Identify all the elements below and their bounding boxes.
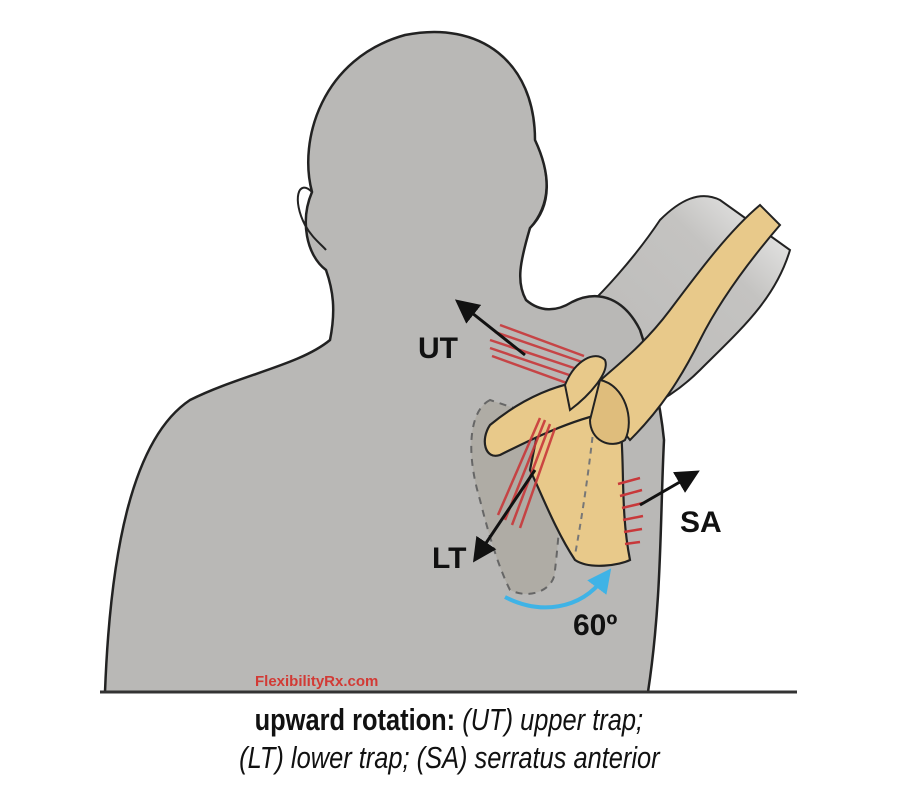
label-sa: SA [680, 506, 722, 539]
rotation-arrow [504, 568, 612, 610]
ut-arrow [454, 299, 526, 357]
label-angle: 60º [573, 609, 617, 642]
upper-trap-muscle [489, 323, 585, 388]
caption-line1-italic: (UT) upper trap; [462, 702, 644, 737]
label-lt: LT [432, 542, 466, 575]
humeral-head [588, 378, 630, 445]
serratus-anterior-muscle [617, 476, 644, 546]
caption-bold: upward rotation: [254, 702, 456, 737]
ear-right [529, 139, 548, 229]
lt-arrow [472, 469, 537, 563]
humerus-bone [588, 203, 782, 442]
label-ut: UT [418, 332, 458, 365]
sa-arrow [639, 470, 700, 507]
caption-line-2: (LT) lower trap; (SA) serratus anterior [0, 740, 898, 776]
caption-line2-italic: (LT) lower trap; (SA) serratus anterior [238, 740, 660, 775]
coracoid [563, 355, 607, 412]
caption-line-1: upward rotation: (UT) upper trap; [0, 702, 898, 738]
watermark: FlexibilityRx.com [255, 673, 378, 690]
ear-left [296, 186, 327, 251]
